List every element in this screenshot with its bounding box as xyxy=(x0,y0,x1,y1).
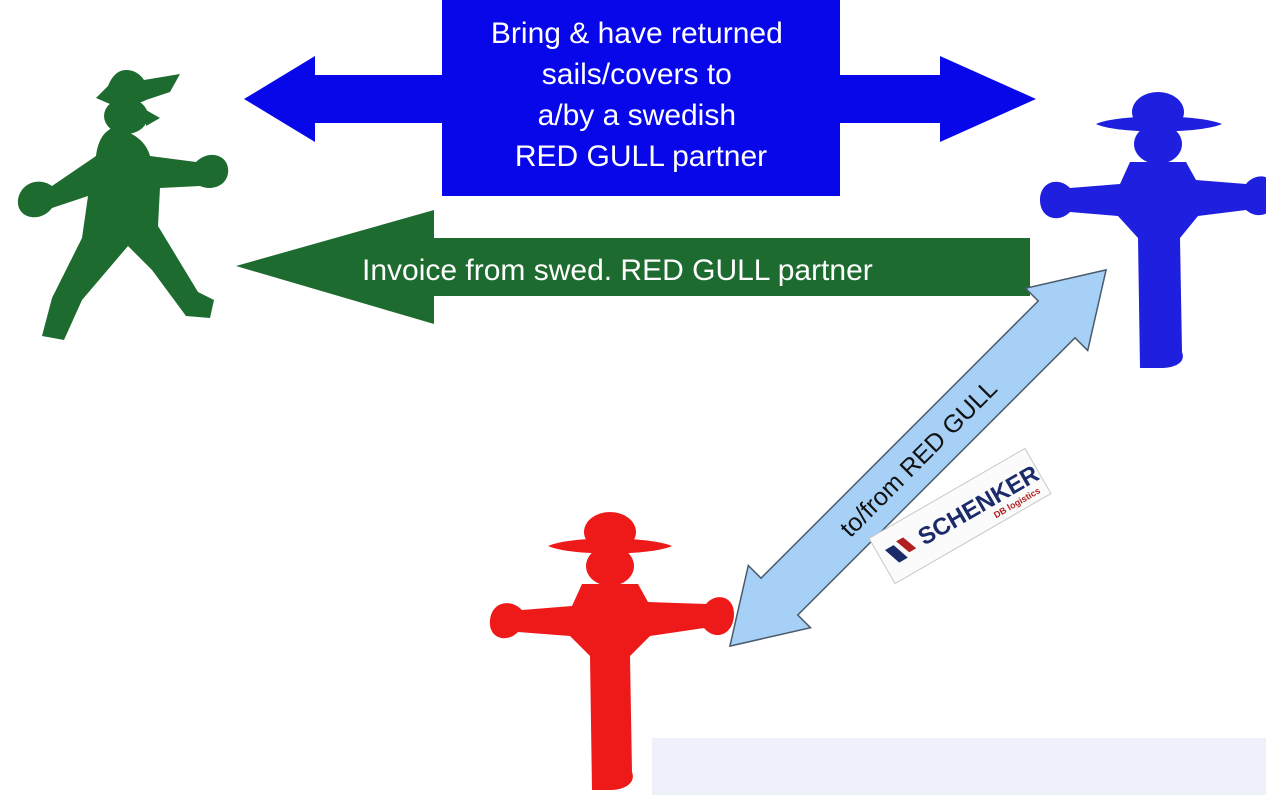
top-arrow-label-line: RED GULL partner xyxy=(515,140,767,173)
walking-figure-nose xyxy=(146,110,160,126)
blue-figure-head xyxy=(1134,124,1182,164)
walking-figure-hat xyxy=(96,70,180,104)
top-arrow-shape xyxy=(244,0,1036,196)
blue-figure-body xyxy=(1040,162,1266,368)
walking-figure xyxy=(17,70,229,340)
top-arrow-label: Bring & have returned sails/covers to a/… xyxy=(491,17,791,173)
walking-figure-body xyxy=(17,128,229,340)
invoice-arrow-label: Invoice from swed. RED GULL partner xyxy=(362,254,873,287)
schenker-logo-background xyxy=(868,447,1052,585)
top-arrow-label-line: a/by a swedish xyxy=(538,99,736,132)
schenker-mark-icon xyxy=(884,537,917,563)
red-figure-hat-crown xyxy=(584,512,636,552)
bottom-text-box xyxy=(652,738,1266,795)
walking-figure-head xyxy=(104,98,148,134)
top-double-arrow: Bring & have returned sails/covers to a/… xyxy=(244,0,1036,196)
invoice-arrow-shape xyxy=(236,210,1030,324)
standing-figure-blue xyxy=(1040,92,1266,368)
shipping-arrow-shape xyxy=(728,268,1108,648)
blue-figure-hat-crown xyxy=(1132,92,1184,132)
standing-figure-red xyxy=(489,512,734,790)
red-figure-body xyxy=(489,584,734,790)
bottom-box-background xyxy=(652,738,1266,795)
top-arrow-label-line: sails/covers to xyxy=(542,58,732,91)
red-figure-head xyxy=(586,546,634,586)
invoice-arrow: Invoice from swed. RED GULL partner xyxy=(236,210,1030,324)
shipping-double-arrow: to/from RED GULL xyxy=(728,268,1108,648)
top-arrow-label-line: Bring & have returned xyxy=(491,17,783,50)
